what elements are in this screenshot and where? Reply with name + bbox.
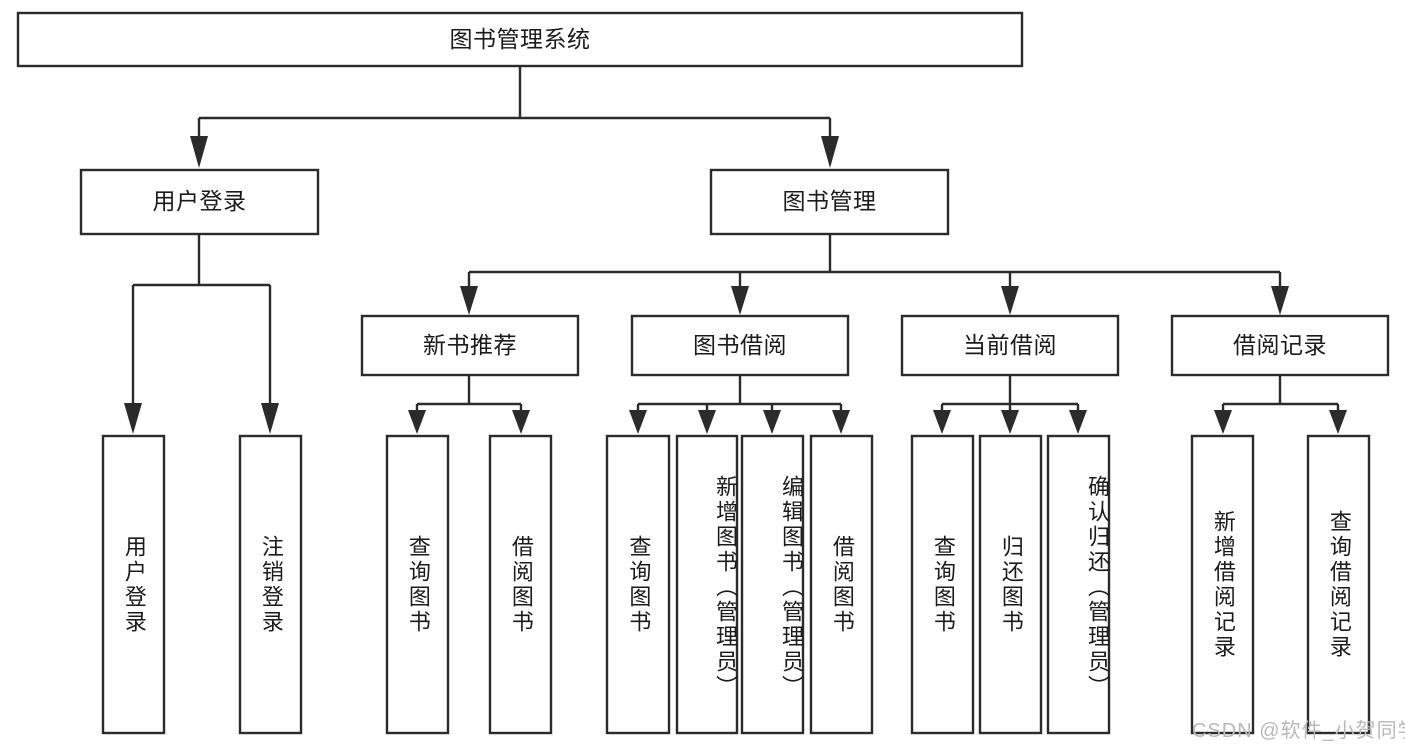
- node-box-user-login[interactable]: [79, 168, 320, 236]
- node-box-leaf-add-book[interactable]: [675, 434, 739, 735]
- arrow-head-book-borrow: [731, 286, 749, 315]
- connector-group-current-borrow: [933, 375, 1087, 434]
- arrow-head-book-manage: [821, 136, 839, 168]
- arrow-head-current-borrow: [1001, 286, 1019, 315]
- arrow-head-leaf-query-record: [1329, 410, 1347, 434]
- node-box-leaf-edit-book[interactable]: [740, 434, 805, 735]
- node-box-book-manage[interactable]: [709, 168, 950, 236]
- node-box-book-borrow[interactable]: [630, 314, 850, 377]
- arrow-head-borrow-record: [1271, 286, 1289, 315]
- connector-group-new-book-recommend: [408, 375, 530, 434]
- arrow-head-user-login: [190, 136, 208, 168]
- arrow-head-leaf-user-logout: [261, 403, 279, 434]
- node-box-leaf-borrow-book-1[interactable]: [488, 434, 553, 735]
- connector-group-root: [190, 66, 839, 168]
- arrow-head-leaf-confirm-return: [1069, 410, 1087, 434]
- connector-group-book-borrow: [629, 375, 850, 434]
- connector-group-book-manage: [460, 234, 1289, 315]
- node-box-leaf-query-book-1[interactable]: [385, 434, 450, 735]
- node-box-leaf-borrow-book-2[interactable]: [809, 434, 874, 735]
- node-box-root[interactable]: [16, 11, 1024, 68]
- node-box-leaf-add-record[interactable]: [1190, 434, 1255, 735]
- arrow-head-leaf-edit-book: [763, 410, 781, 434]
- arrow-head-new-book-recommend: [460, 286, 478, 315]
- node-box-leaf-return-book[interactable]: [978, 434, 1043, 735]
- arrow-head-leaf-borrow-book-1: [512, 410, 530, 434]
- arrow-head-leaf-query-book-2: [629, 410, 647, 434]
- arrow-head-leaf-add-record: [1214, 410, 1232, 434]
- node-box-current-borrow[interactable]: [900, 314, 1120, 377]
- node-box-new-book-recommend[interactable]: [360, 314, 580, 377]
- arrow-head-leaf-query-book-1: [408, 410, 426, 434]
- node-box-leaf-query-book-3[interactable]: [910, 434, 975, 735]
- connector-group-user-login: [124, 234, 279, 434]
- node-box-leaf-query-book-2[interactable]: [605, 434, 671, 735]
- node-box-leaf-query-record[interactable]: [1306, 434, 1371, 735]
- arrow-head-leaf-add-book: [698, 410, 716, 434]
- node-box-leaf-confirm-return[interactable]: [1046, 434, 1111, 735]
- node-box-leaf-user-login[interactable]: [101, 434, 166, 735]
- node-box-borrow-record[interactable]: [1170, 314, 1390, 377]
- arrow-head-leaf-query-book-3: [933, 410, 951, 434]
- node-box-leaf-user-logout[interactable]: [238, 434, 303, 735]
- connector-group-borrow-record: [1214, 375, 1347, 434]
- arrow-head-leaf-borrow-book-2: [832, 410, 850, 434]
- arrow-head-leaf-return-book: [1001, 410, 1019, 434]
- arrow-head-leaf-user-login: [124, 403, 142, 434]
